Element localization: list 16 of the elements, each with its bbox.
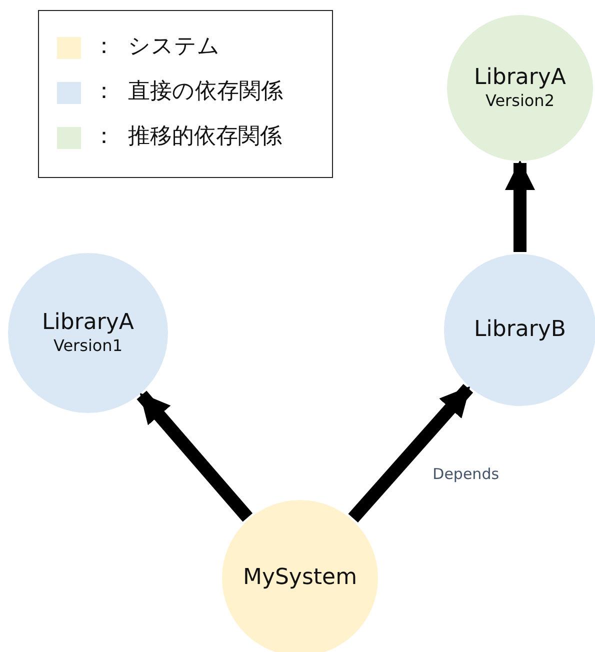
node-version: Version2 [485,91,554,112]
legend-separator: ： [93,33,115,61]
legend-separator: ： [93,123,115,151]
legend-text: システム [128,33,220,61]
node-name: MySystem [242,564,358,592]
arrow [348,384,474,522]
node-name: LibraryA [42,308,134,336]
edge-label: Depends [432,465,500,484]
node-version: Version1 [53,336,122,358]
legend-text: 推移的依存関係 [128,123,282,151]
arrow [505,160,535,252]
arrow [136,390,253,522]
legend-text: 直接の依存関係 [128,78,283,106]
node-name: LibraryB [474,316,566,344]
node-name: LibraryA [474,64,566,92]
legend-separator: ： [93,78,115,106]
